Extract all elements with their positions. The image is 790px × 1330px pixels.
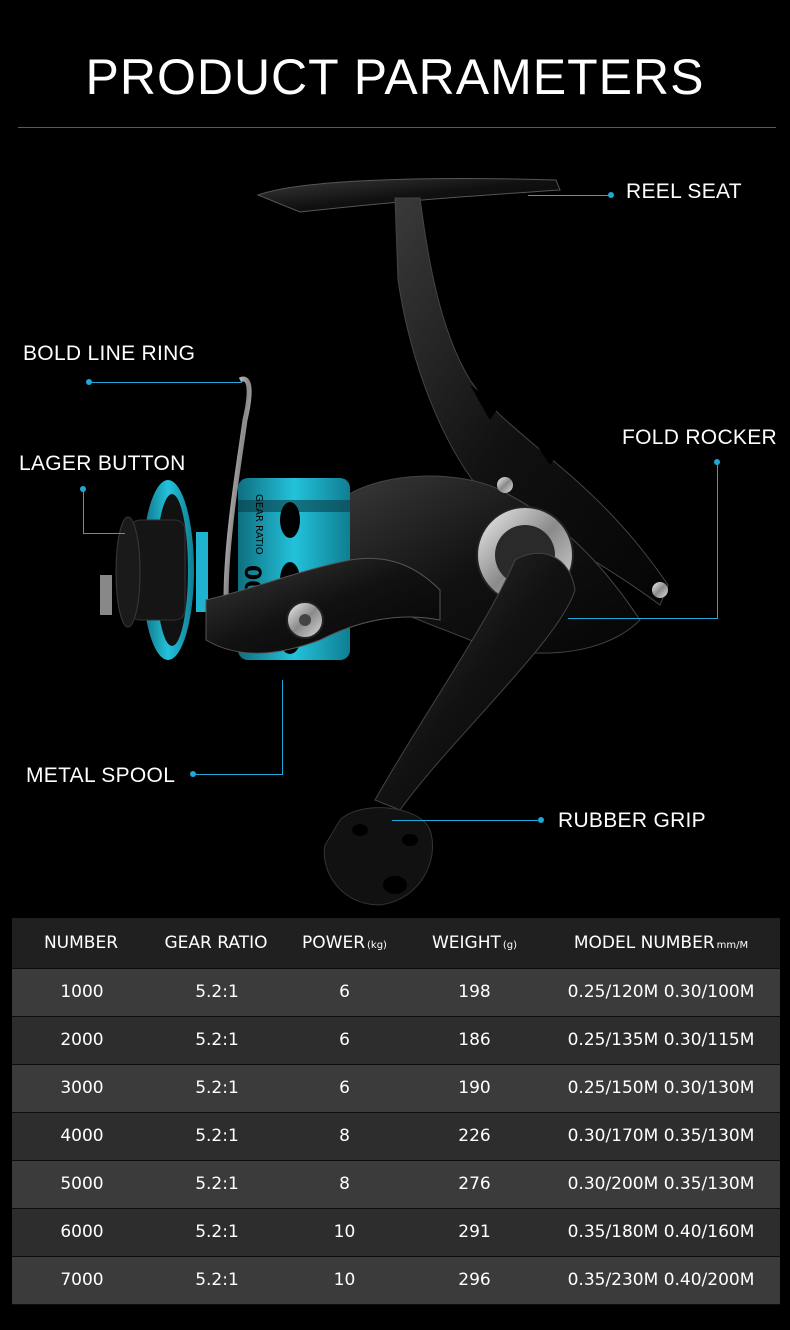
fold-rocker-label: FOLD ROCKER xyxy=(622,426,777,449)
table-row: 1000 5.2:1 6 198 0.25/120M 0.30/100M xyxy=(12,967,780,1016)
cell-gear-ratio: 5.2:1 xyxy=(152,1063,282,1112)
cell-gear-ratio: 5.2:1 xyxy=(152,1255,282,1305)
lager-button-leader-horizontal xyxy=(83,533,125,534)
rubber-grip xyxy=(323,807,434,906)
fold-rocker-leader-horizontal xyxy=(568,618,718,619)
cell-number: 4000 xyxy=(12,1111,152,1160)
cell-number: 5000 xyxy=(12,1159,152,1208)
cell-power: 6 xyxy=(282,1063,407,1112)
cell-model-number: 0.35/230M 0.40/200M xyxy=(542,1255,780,1305)
header-gear-ratio: GEAR RATIO xyxy=(152,918,282,968)
metal-spool-label: METAL SPOOL xyxy=(26,764,176,787)
metal-spool-dot xyxy=(190,771,196,777)
cell-model-number: 0.30/170M 0.35/130M xyxy=(542,1111,780,1160)
page-title: PRODUCT PARAMETERS xyxy=(85,49,705,105)
handle-arm xyxy=(374,552,576,811)
cell-number: 3000 xyxy=(12,1063,152,1112)
cell-model-number: 0.25/135M 0.30/115M xyxy=(542,1015,780,1064)
cell-power: 8 xyxy=(282,1159,407,1208)
cell-weight: 296 xyxy=(407,1255,542,1305)
cell-weight: 226 xyxy=(407,1111,542,1160)
cell-weight: 276 xyxy=(407,1159,542,1208)
spool-brand-text: NGS xyxy=(242,665,257,696)
table-row: 6000 5.2:1 10 291 0.35/180M 0.40/160M xyxy=(12,1207,780,1256)
cell-model-number: 0.25/120M 0.30/100M xyxy=(542,967,780,1016)
lager-button-leader-vertical xyxy=(83,489,84,533)
fishing-reel-image: GEAR RATIO 000 NGS xyxy=(100,178,669,906)
metal-spool-leader-vertical xyxy=(282,680,283,775)
spec-table-header-row: NUMBER GEAR RATIO POWER(kg) WEIGHT(g) MO… xyxy=(12,918,780,968)
bail-wire xyxy=(223,376,252,601)
header-power: POWER(kg) xyxy=(282,918,407,968)
cell-model-number: 0.35/180M 0.40/160M xyxy=(542,1207,780,1256)
bold-line-ring-label: BOLD LINE RING xyxy=(23,342,196,365)
spool-gear-ratio-text: GEAR RATIO xyxy=(253,494,264,555)
cell-gear-ratio: 5.2:1 xyxy=(152,1111,282,1160)
table-row: 4000 5.2:1 8 226 0.30/170M 0.35/130M xyxy=(12,1111,780,1160)
bold-line-ring-dot xyxy=(86,379,92,385)
metal-spool-leader-horizontal xyxy=(194,774,282,775)
reel-seat-leader-line xyxy=(528,195,612,196)
rubber-grip-label: RUBBER GRIP xyxy=(558,809,706,832)
title-divider xyxy=(18,127,776,128)
cell-number: 7000 xyxy=(12,1255,152,1305)
cell-model-number: 0.30/200M 0.35/130M xyxy=(542,1159,780,1208)
table-row: 2000 5.2:1 6 186 0.25/135M 0.30/115M xyxy=(12,1015,780,1064)
fold-rocker-leader-vertical xyxy=(717,462,718,618)
bold-line-ring-leader-line xyxy=(90,382,242,383)
cell-power: 10 xyxy=(282,1207,407,1256)
spec-table: NUMBER GEAR RATIO POWER(kg) WEIGHT(g) MO… xyxy=(12,918,780,1305)
cell-weight: 291 xyxy=(407,1207,542,1256)
rubber-grip-dot xyxy=(538,817,544,823)
header-weight: WEIGHT(g) xyxy=(407,918,542,968)
cell-model-number: 0.25/150M 0.30/130M xyxy=(542,1063,780,1112)
cell-weight: 190 xyxy=(407,1063,542,1112)
cell-number: 2000 xyxy=(12,1015,152,1064)
reel-seat-label: REEL SEAT xyxy=(626,180,742,203)
lager-button-label: LAGER BUTTON xyxy=(19,452,186,475)
cell-power: 10 xyxy=(282,1255,407,1305)
table-row: 3000 5.2:1 6 190 0.25/150M 0.30/130M xyxy=(12,1063,780,1112)
cell-weight: 186 xyxy=(407,1015,542,1064)
cell-number: 6000 xyxy=(12,1207,152,1256)
cell-gear-ratio: 5.2:1 xyxy=(152,1159,282,1208)
cell-power: 8 xyxy=(282,1111,407,1160)
rotor-arm xyxy=(205,557,441,654)
table-row: 7000 5.2:1 10 296 0.35/230M 0.40/200M xyxy=(12,1255,780,1305)
table-row: 5000 5.2:1 8 276 0.30/200M 0.35/130M xyxy=(12,1159,780,1208)
cell-power: 6 xyxy=(282,967,407,1016)
reel-seat-dot xyxy=(608,192,614,198)
reel-stem xyxy=(394,197,669,606)
cell-number: 1000 xyxy=(12,967,152,1016)
cell-weight: 198 xyxy=(407,967,542,1016)
reel-seat-foot xyxy=(256,178,561,213)
cell-gear-ratio: 5.2:1 xyxy=(152,967,282,1016)
cell-gear-ratio: 5.2:1 xyxy=(152,1015,282,1064)
header-number: NUMBER xyxy=(12,918,152,968)
rubber-grip-leader-line xyxy=(392,820,538,821)
cell-power: 6 xyxy=(282,1015,407,1064)
drag-knob xyxy=(115,516,141,628)
cell-gear-ratio: 5.2:1 xyxy=(152,1207,282,1256)
